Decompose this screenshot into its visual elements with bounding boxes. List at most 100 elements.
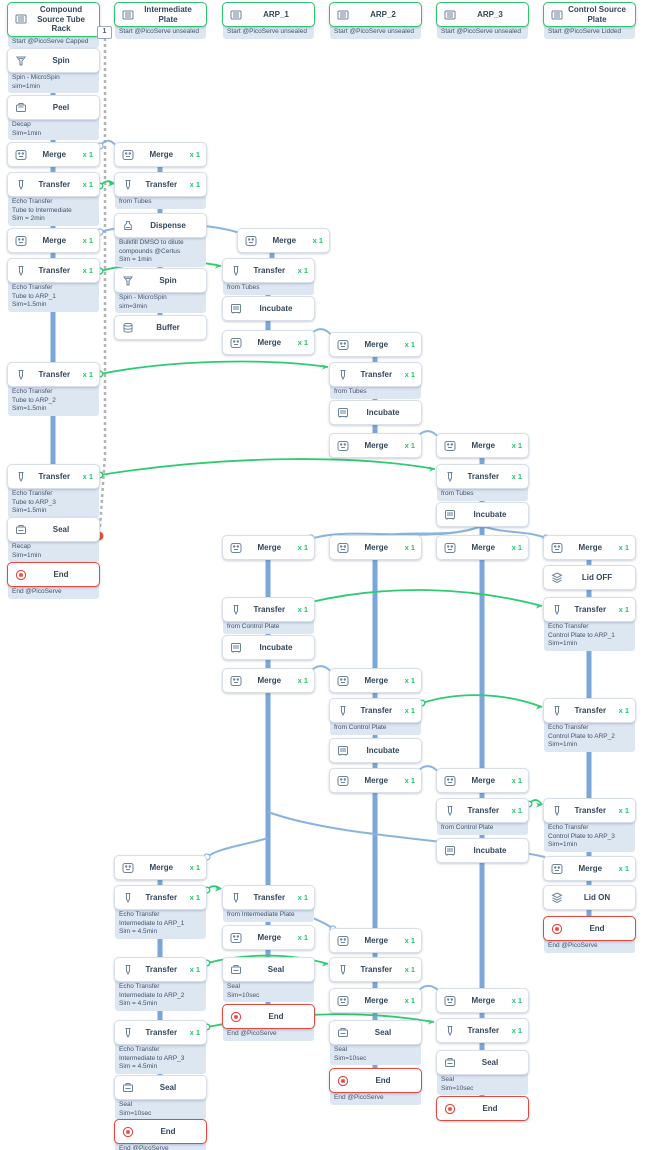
- node-title-bar[interactable]: Lid OFF: [543, 565, 636, 590]
- node-title-bar[interactable]: ARP_2: [329, 2, 422, 27]
- node-title-bar[interactable]: Spin: [114, 268, 207, 293]
- node-lid-on[interactable]: Lid ON: [543, 885, 636, 910]
- node-title-bar[interactable]: Peel: [7, 95, 100, 120]
- node-lid-off[interactable]: Lid OFF: [543, 565, 636, 590]
- node-incubate[interactable]: Incubate: [222, 635, 315, 660]
- node-incubate[interactable]: Incubate: [329, 400, 422, 425]
- node-incubate[interactable]: Incubate: [436, 502, 529, 527]
- node-title-bar[interactable]: Incubate: [329, 738, 422, 763]
- node-title-bar[interactable]: Dispense: [114, 213, 207, 238]
- node-title-bar[interactable]: ARP_1: [222, 2, 315, 27]
- node-title-bar[interactable]: End: [329, 1068, 422, 1093]
- node-title-bar[interactable]: Incubate: [436, 502, 529, 527]
- node-title-bar[interactable]: End: [114, 1119, 207, 1144]
- node-title-bar[interactable]: End: [222, 1004, 315, 1029]
- node-title-bar[interactable]: Intermediate Plate: [114, 2, 207, 27]
- node-title-bar[interactable]: Incubate: [436, 838, 529, 863]
- node-title-bar[interactable]: Seal: [329, 1020, 422, 1045]
- node-title-bar[interactable]: End: [543, 916, 636, 941]
- node-buffer[interactable]: Buffer: [114, 315, 207, 340]
- node-title-bar[interactable]: Seal: [114, 1075, 207, 1100]
- node-title-bar[interactable]: Incubate: [222, 296, 315, 321]
- node-title-bar[interactable]: End: [7, 562, 100, 587]
- node-title-bar[interactable]: Spin: [7, 48, 100, 73]
- node-title-bar[interactable]: Seal: [7, 517, 100, 542]
- node-title-bar[interactable]: Incubate: [222, 635, 315, 660]
- node-incubate[interactable]: Incubate: [329, 738, 422, 763]
- node-incubate[interactable]: Incubate: [436, 838, 529, 863]
- node-title-bar[interactable]: Seal: [436, 1050, 529, 1075]
